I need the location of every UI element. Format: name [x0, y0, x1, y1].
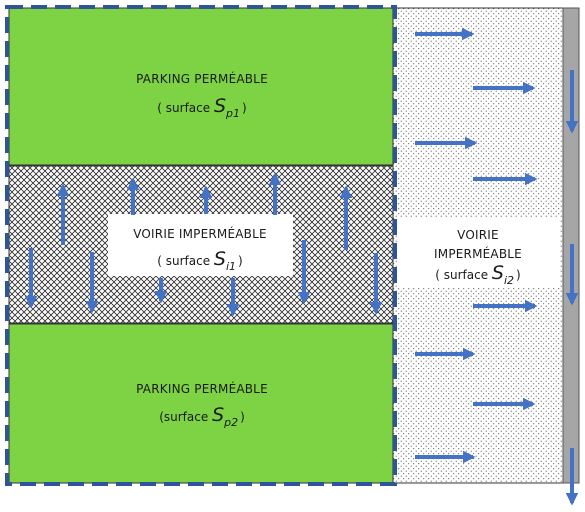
road-middle-title: VOIRIE IMPERMÉABLE [133, 226, 267, 241]
road-right-title-line1: VOIRIE [457, 228, 499, 242]
parking-bottom-area [8, 323, 394, 484]
parking-bottom-surface: (surface Sp2) [159, 404, 245, 429]
parking-bottom-title: PARKING PERMÉABLE [136, 381, 268, 396]
parking-top-area [8, 7, 394, 166]
parking-top-title: PARKING PERMÉABLE [136, 71, 268, 86]
road-right-surface: ( surface Si2) [435, 262, 520, 287]
road-middle-label-box [108, 214, 293, 276]
parking-top-surface: ( surface Sp1) [157, 95, 246, 120]
dashed-boundary [5, 5, 397, 486]
flow-arrows [24, 27, 579, 506]
road-right-title-line2: IMPERMÉABLE [434, 246, 522, 261]
road-middle-surface: ( surface Si1) [157, 248, 242, 273]
road-right-label-box [398, 218, 560, 288]
